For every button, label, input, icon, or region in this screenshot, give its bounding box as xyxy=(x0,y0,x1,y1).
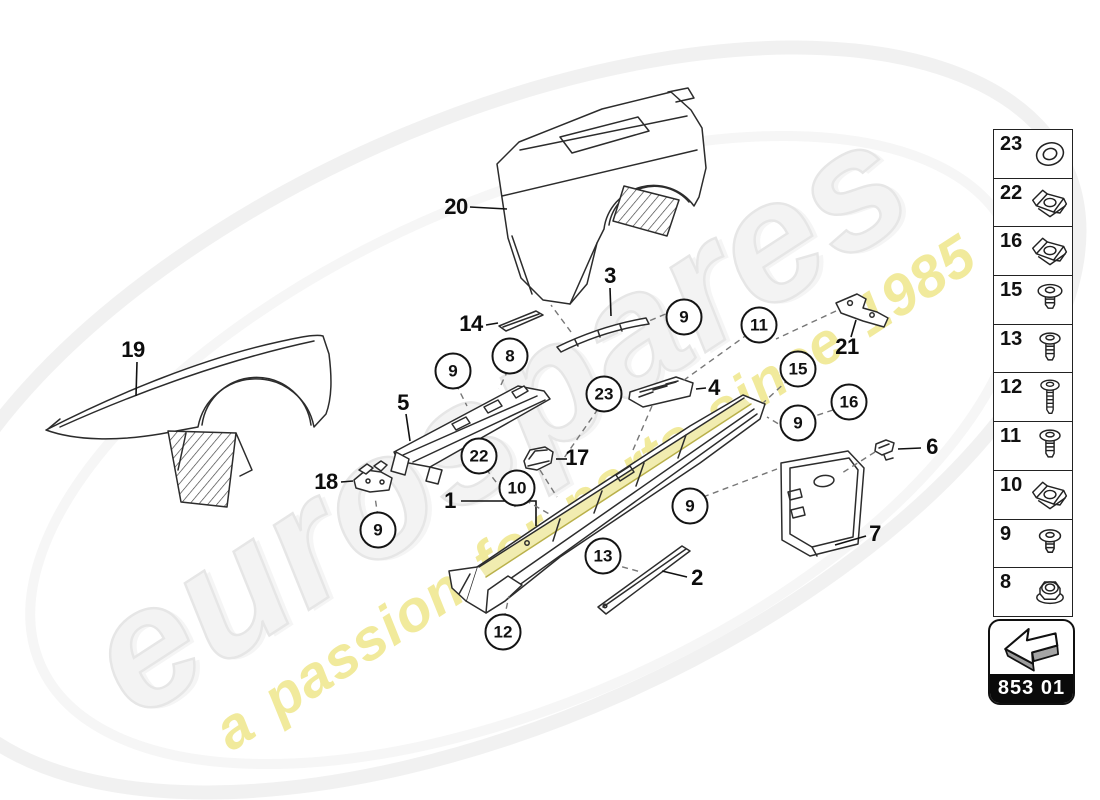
sidebar-fastener-item[interactable]: 8 xyxy=(994,567,1072,616)
sidebar-fastener-item[interactable]: 13 xyxy=(994,323,1072,373)
sidebar-fastener-item[interactable]: 10 xyxy=(994,469,1072,519)
fastener-sidebar: 23 22 16 15 13 12 11 10 9 8 xyxy=(993,129,1073,617)
group-arrow-icon xyxy=(1004,628,1059,672)
bracket-21-art xyxy=(835,293,889,328)
clip-17-art xyxy=(523,446,554,471)
part-number-label[interactable]: 19 xyxy=(121,337,145,362)
rail-5-art xyxy=(390,385,551,485)
callout-circle[interactable]: 22 xyxy=(460,437,498,475)
part-number-label[interactable]: 14 xyxy=(459,311,483,336)
callout-circle[interactable]: 9 xyxy=(671,487,709,525)
callout-number: 23 xyxy=(594,384,614,403)
fastener-icon xyxy=(1030,524,1070,564)
part-code-box[interactable]: 853 01 xyxy=(988,619,1075,705)
sidebar-fastener-item[interactable]: 23 xyxy=(994,130,1072,178)
fastener-icon xyxy=(1030,377,1070,417)
callout-number: 10 xyxy=(507,478,527,497)
part-number-label[interactable]: 4 xyxy=(708,375,720,400)
callout-number: 22 xyxy=(469,446,489,465)
callout-circle[interactable]: 9 xyxy=(665,298,703,336)
part-number-label[interactable]: 2 xyxy=(691,565,703,590)
callout-number: 16 xyxy=(839,392,859,411)
fastener-number: 23 xyxy=(1000,133,1023,155)
fastener-icon xyxy=(1030,231,1070,271)
sill-1-art xyxy=(448,394,766,614)
callout-number: 8 xyxy=(505,346,515,365)
fastener-icon xyxy=(1030,183,1070,223)
callout-circle[interactable]: 16 xyxy=(830,383,868,421)
fastener-number: 10 xyxy=(1000,473,1023,496)
strip-14-art xyxy=(498,310,544,332)
callout-circle[interactable]: 9 xyxy=(779,404,817,442)
part-number-label[interactable]: 17 xyxy=(565,445,589,470)
callout-number: 9 xyxy=(793,413,803,432)
callout-number: 9 xyxy=(448,361,458,380)
sidebar-fastener-item[interactable]: 15 xyxy=(994,275,1072,324)
fastener-number: 8 xyxy=(1000,571,1012,594)
callout-circle[interactable]: 23 xyxy=(585,375,623,413)
strip-3-art xyxy=(556,317,650,353)
sidebar-fastener-item[interactable]: 22 xyxy=(994,177,1072,227)
front-fender-art xyxy=(45,334,332,508)
fastener-number: 22 xyxy=(1000,181,1023,204)
callout-circle[interactable]: 9 xyxy=(359,511,397,549)
bracket-18-art xyxy=(353,460,393,493)
fastener-number: 15 xyxy=(1000,279,1023,302)
clip-6-art xyxy=(874,439,895,461)
callout-number: 15 xyxy=(788,359,808,378)
sidebar-fastener-item[interactable]: 12 xyxy=(994,372,1072,422)
fastener-number: 12 xyxy=(1000,376,1023,399)
fastener-icon xyxy=(1030,572,1070,612)
strip-2-art xyxy=(597,545,691,615)
callout-number: 9 xyxy=(679,307,689,326)
callout-number: 9 xyxy=(685,496,695,515)
callout-circle[interactable]: 9 xyxy=(434,352,472,390)
fastener-icon xyxy=(1030,329,1070,369)
part-number-label[interactable]: 20 xyxy=(444,194,468,219)
panel-7-art xyxy=(780,450,865,557)
callout-number: 11 xyxy=(750,315,768,334)
callout-number: 12 xyxy=(493,622,513,641)
sidebar-fastener-item[interactable]: 11 xyxy=(994,421,1072,470)
callout-circle[interactable]: 15 xyxy=(779,350,817,388)
fastener-icon xyxy=(1030,280,1070,320)
label-leader-lines xyxy=(135,206,922,578)
sidebar-fastener-item[interactable]: 16 xyxy=(994,226,1072,276)
fastener-number: 9 xyxy=(1000,522,1012,545)
callout-circle[interactable]: 10 xyxy=(498,469,536,507)
part-number-label[interactable]: 21 xyxy=(835,334,859,359)
callout-circle[interactable]: 11 xyxy=(740,306,778,344)
part-number-label[interactable]: 1 xyxy=(444,488,456,513)
fastener-number: 16 xyxy=(1000,230,1023,253)
fastener-icon xyxy=(1030,134,1070,174)
part-number-label[interactable]: 18 xyxy=(314,469,338,494)
vent-4-art xyxy=(628,376,694,408)
part-number-label[interactable]: 7 xyxy=(869,521,881,546)
fastener-icon xyxy=(1030,475,1070,515)
fastener-number: 13 xyxy=(1000,327,1023,350)
sidebar-fastener-item[interactable]: 9 xyxy=(994,518,1072,568)
part-code: 853 01 xyxy=(990,674,1073,703)
fastener-icon xyxy=(1030,426,1070,466)
callout-number: 9 xyxy=(373,520,383,539)
fastener-number: 11 xyxy=(1000,425,1022,448)
quarter-panel-art xyxy=(496,87,707,305)
callout-circle[interactable]: 12 xyxy=(484,613,522,651)
part-number-label[interactable]: 6 xyxy=(926,434,938,459)
part-number-label[interactable]: 5 xyxy=(397,390,409,415)
part-number-label[interactable]: 3 xyxy=(604,263,616,288)
callout-circle[interactable]: 13 xyxy=(584,537,622,575)
callout-circle[interactable]: 8 xyxy=(491,337,529,375)
callout-number: 13 xyxy=(593,546,613,565)
